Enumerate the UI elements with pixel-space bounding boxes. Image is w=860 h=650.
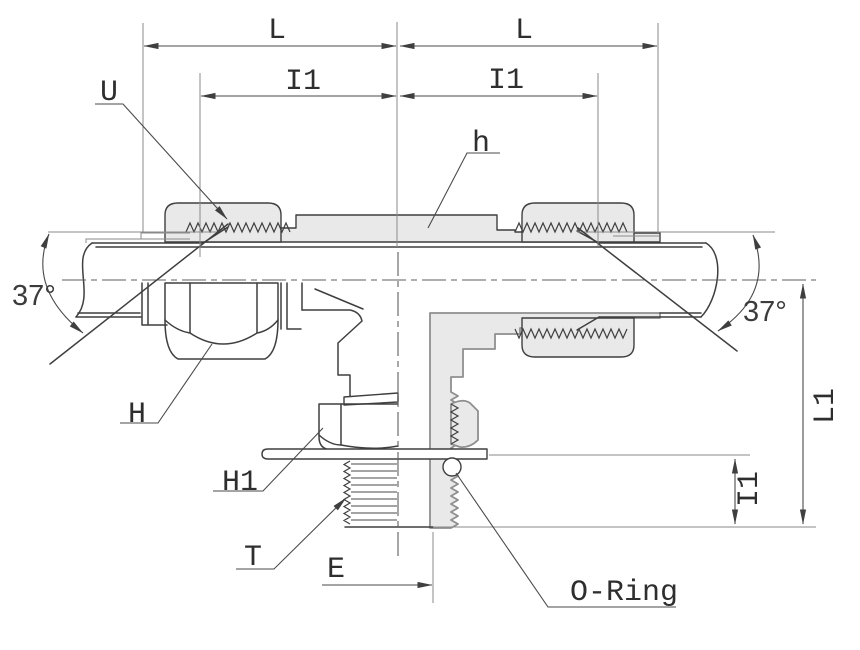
stud-thread-lines (351, 463, 397, 521)
locknut-H1-section (450, 399, 479, 449)
angle-label-right: 37° (743, 296, 787, 328)
locknut-thread-zigzag (449, 403, 460, 445)
nut-H-hex-edges (189, 282, 258, 334)
leader-h (427, 152, 500, 229)
leader-lines (95, 103, 676, 608)
dim-label-L-left: L (268, 14, 286, 48)
body-section-lower-right (429, 312, 661, 529)
tube-right-flare-bottom (576, 316, 600, 331)
dim-label-I1-right: I1 (733, 471, 767, 507)
branch-outside-view (301, 282, 399, 451)
stud-thread-crest (342, 460, 352, 525)
tube-right-break (700, 242, 719, 318)
flare-arc-right (717, 234, 762, 332)
body-hex-chamfer (314, 288, 364, 310)
nut-right-lower-section (521, 317, 635, 358)
body-lower-contour (301, 309, 363, 397)
flare-arc-left (40, 233, 84, 334)
nut-left-section (164, 202, 282, 243)
angle-label-left: 37° (12, 280, 56, 312)
nut-H-outline (164, 282, 279, 360)
dim-label-I1-top-right: I1 (488, 64, 524, 98)
centerlines (62, 22, 816, 556)
nut-H-outside (164, 282, 279, 360)
part-label-O-ring: O-Ring (570, 576, 678, 610)
part-label-U: U (100, 76, 118, 110)
locknut-H1-outside (318, 403, 399, 451)
leader-H (120, 343, 213, 424)
part-label-H1: H1 (222, 466, 258, 500)
part-label-h: h (472, 127, 490, 161)
thread-zigzag-right (514, 221, 628, 234)
leader-U (95, 103, 228, 220)
leader-H1 (213, 427, 324, 492)
body-section-upper (164, 202, 661, 243)
o-ring (442, 457, 462, 477)
locknut-H1-chamfers (318, 434, 399, 449)
flare-angle-left (40, 223, 229, 365)
stud-thread-outside (342, 460, 434, 528)
sleeve-left-lines (85, 232, 190, 243)
tube-right (576, 230, 719, 331)
part-label-H: H (128, 398, 146, 432)
thread-zigzag-lower-right (514, 327, 628, 340)
flare-cone-line-right (577, 227, 738, 352)
washer-lower (261, 448, 488, 460)
outside-view-lower-left (141, 282, 399, 451)
dim-label-E: E (327, 553, 345, 587)
flare-angle-right (577, 227, 775, 352)
nut-H-chamfer-arcs (164, 319, 279, 345)
dim-label-I1-top-left: I1 (285, 65, 321, 99)
extension-lines (142, 23, 816, 603)
washer-upper (343, 392, 399, 406)
flare-cone-line-left (49, 223, 229, 365)
labels: L L I1 I1 U h 37° 37° H H1 T E O-Ring L1… (12, 14, 843, 610)
part-label-T: T (244, 541, 262, 575)
sleeve-band-left (141, 282, 168, 326)
dimension-lines (143, 42, 807, 589)
dim-label-L1: L1 (809, 388, 843, 424)
leader-O-ring (455, 472, 676, 608)
dim-label-L-right: L (515, 14, 533, 48)
leader-T (236, 497, 347, 570)
sleeve-band-right (280, 282, 302, 330)
sleeve-lines (85, 232, 659, 243)
thread-zigzag-left (185, 221, 291, 234)
